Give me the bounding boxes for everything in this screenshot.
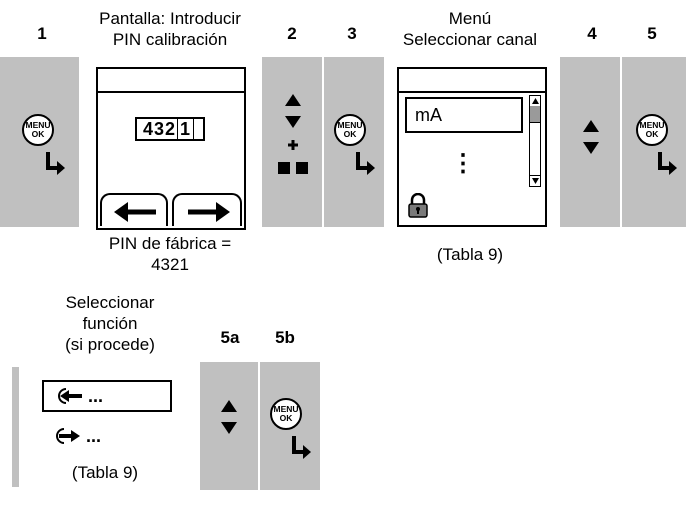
pin-digits: 432 (143, 119, 177, 139)
scrollbar[interactable] (529, 95, 541, 187)
channel-item-label: mA (415, 105, 442, 125)
menu-caption-line1: Menú (448, 9, 492, 28)
up-down-plus-right-keys-icon (278, 94, 308, 174)
pin-screen-caption: Pantalla: Introducir PIN calibración (70, 8, 270, 50)
scroll-down-arrow[interactable] (530, 175, 540, 186)
more-items-ellipsis: ⋮ (451, 150, 475, 177)
enter-arrow-icon (292, 436, 311, 459)
left-arrow-softkey[interactable] (100, 193, 168, 226)
enter-arrow-icon (658, 152, 677, 175)
function-item-1-label: ... (88, 386, 104, 406)
step-number-3: 3 (347, 24, 357, 43)
menu-ok-label-ok: OK (645, 129, 659, 139)
right-arrow-icon (188, 202, 230, 222)
screen-header-bar (98, 69, 244, 93)
up-down-arrows-icon (583, 120, 599, 154)
screen-header-bar (399, 69, 545, 93)
menu-caption-line2: Seleccionar canal (402, 30, 538, 49)
pin-screen-caption-line1: Pantalla: Introducir (99, 9, 241, 28)
select-function-caption-line3: (si procede) (65, 335, 155, 354)
select-function-caption-line1: Seleccionar (65, 293, 155, 312)
select-function-caption-line2: función (82, 314, 138, 333)
menu-ok-label-menu: MENU (639, 120, 665, 130)
left-arrow-icon (114, 202, 156, 222)
menu-ok-button-step1[interactable]: MENU OK (22, 114, 54, 146)
step-number-5a: 5a (220, 328, 240, 347)
panel-left-edge (12, 367, 19, 487)
menu-ok-label-ok: OK (31, 129, 45, 139)
step-number-4: 4 (587, 24, 597, 43)
menu-caption: Menú Seleccionar canal (380, 8, 560, 50)
function-select-screen: ... ... (40, 380, 180, 460)
pin-cursor-digit: 1 (177, 118, 195, 140)
table-ref-1: (Tabla 9) (436, 245, 504, 264)
step-number-5: 5 (647, 24, 657, 43)
factory-pin-line2: 4321 (151, 255, 189, 274)
menu-ok-button-step3[interactable]: MENU OK (334, 114, 366, 146)
channel-select-screen: mA ⋮ (397, 67, 547, 227)
lock-icon (408, 193, 428, 218)
up-down-arrows-icon (221, 400, 237, 434)
function-item-2-label: ... (86, 426, 102, 446)
right-arrow-softkey[interactable] (172, 193, 242, 226)
enter-arrow-icon (356, 152, 375, 175)
menu-ok-label-menu: MENU (337, 120, 363, 130)
function-item-2[interactable]: ... (42, 420, 172, 452)
factory-pin-note: PIN de fábrica = 4321 (80, 233, 260, 275)
scroll-thumb[interactable] (530, 106, 540, 123)
input-function-icon (58, 388, 82, 404)
menu-ok-label-menu: MENU (25, 120, 51, 130)
step-number-1: 1 (37, 24, 47, 43)
table-ref-2: (Tabla 9) (71, 463, 139, 482)
menu-ok-label-ok: OK (279, 413, 293, 423)
factory-pin-line1: PIN de fábrica = (108, 234, 232, 253)
enter-arrow-icon (46, 152, 65, 175)
pin-screen-caption-line2: PIN calibración (112, 30, 228, 49)
step-number-5b: 5b (275, 328, 295, 347)
step-number-2: 2 (287, 24, 297, 43)
function-item-1-box[interactable]: ... (42, 380, 172, 412)
menu-ok-button-step5[interactable]: MENU OK (636, 114, 668, 146)
menu-ok-button-step5b[interactable]: MENU OK (270, 398, 302, 430)
select-function-caption: Seleccionar función (si procede) (40, 292, 180, 355)
menu-ok-label-menu: MENU (273, 404, 299, 414)
channel-item-box[interactable]: mA (405, 97, 523, 133)
menu-ok-label-ok: OK (343, 129, 357, 139)
output-function-icon (56, 428, 80, 444)
